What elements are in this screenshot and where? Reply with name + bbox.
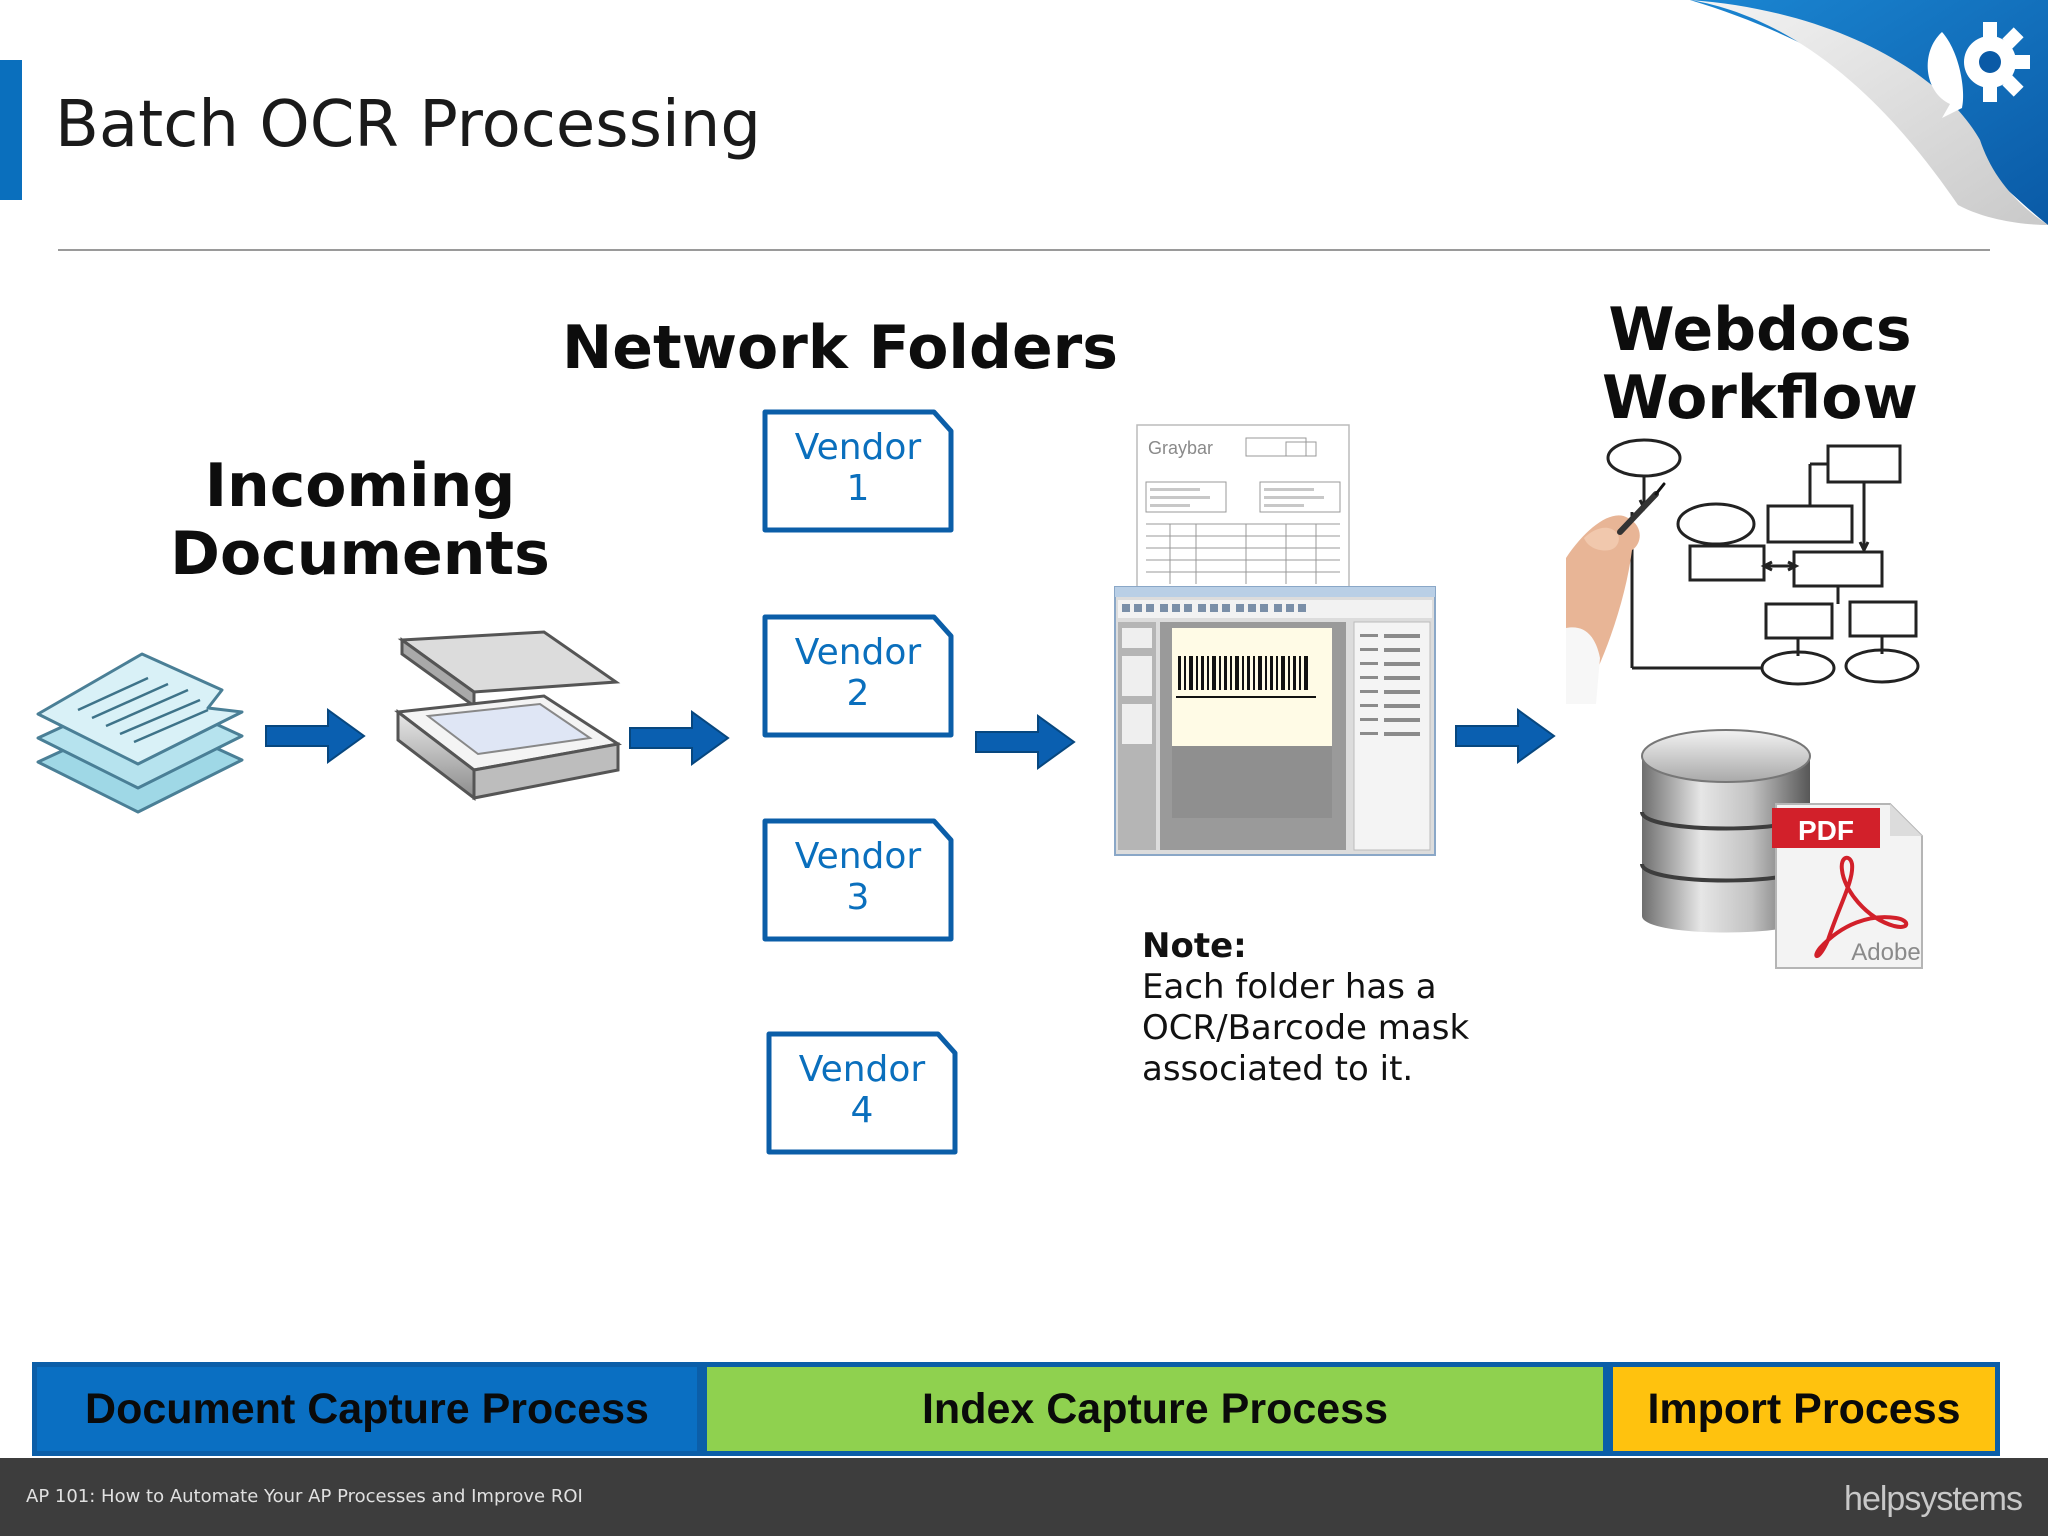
- band-document-capture: Document Capture Process: [32, 1362, 702, 1456]
- arrow-to-folders-icon: [629, 710, 730, 766]
- invoice-document-image: Graybar: [1136, 424, 1350, 588]
- note-line-3: associated to it.: [1142, 1049, 1414, 1089]
- corner-gear-logo-icon: [1690, 0, 2048, 225]
- band-index-capture: Index Capture Process: [702, 1362, 1608, 1456]
- incoming-heading-line2: Documents: [170, 519, 550, 589]
- incoming-documents-heading: Incoming Documents: [150, 452, 570, 588]
- webdocs-heading-line1: Webdocs: [1608, 295, 1912, 365]
- title-divider: [58, 249, 1990, 251]
- band-import: Import Process: [1608, 1362, 2000, 1456]
- workflow-diagram-drawing: [1566, 438, 1920, 704]
- vendor-folder-4: Vendor 4: [766, 1031, 958, 1155]
- vendor-folder-3: Vendor 3: [762, 818, 954, 942]
- vendor-1-number: 1: [846, 468, 870, 509]
- note-line-2: OCR/Barcode mask: [1142, 1008, 1470, 1048]
- vendor-folder-2: Vendor 2: [762, 614, 954, 738]
- arrow-to-ocr-icon: [975, 714, 1076, 770]
- vendor-3-label: Vendor: [794, 836, 922, 877]
- helpsystems-logo: helpsystems: [1844, 1480, 2023, 1518]
- vendor-2-label: Vendor: [794, 632, 922, 673]
- vendor-4-label: Vendor: [798, 1049, 926, 1090]
- webdocs-workflow-heading: Webdocs Workflow: [1560, 296, 1960, 432]
- vendor-4-number: 4: [850, 1090, 874, 1131]
- vendor-1-label: Vendor: [794, 427, 922, 468]
- invoice-brand: Graybar: [1148, 438, 1213, 458]
- slide-title: Batch OCR Processing: [55, 88, 761, 162]
- network-folders-heading: Network Folders: [562, 313, 1118, 383]
- arrow-to-scanner-icon: [265, 708, 366, 764]
- title-accent-bar: [0, 60, 22, 200]
- database-icon: [1640, 729, 1812, 933]
- pdf-file-icon: PDF Adobe: [1772, 803, 1923, 969]
- vendor-3-number: 3: [846, 877, 870, 918]
- pdf-brand: Adobe: [1851, 939, 1920, 966]
- pdf-label: PDF: [1798, 815, 1854, 846]
- ocr-application-screenshot: [1114, 586, 1436, 856]
- document-stack-icon: [36, 652, 244, 814]
- vendor-2-number: 2: [846, 673, 870, 714]
- vendor-folder-1: Vendor 1: [762, 409, 954, 533]
- webdocs-heading-line2: Workflow: [1602, 363, 1918, 433]
- incoming-heading-line1: Incoming: [204, 451, 516, 521]
- note-text-block: Note: Each folder has a OCR/Barcode mask…: [1142, 926, 1469, 1090]
- arrow-to-workflow-icon: [1455, 708, 1556, 764]
- note-label: Note:: [1142, 926, 1247, 966]
- note-line-1: Each folder has a: [1142, 967, 1437, 1007]
- footer-bar: [0, 1458, 2048, 1536]
- scanner-icon: [394, 630, 622, 802]
- footer-caption: AP 101: How to Automate Your AP Processe…: [26, 1486, 583, 1507]
